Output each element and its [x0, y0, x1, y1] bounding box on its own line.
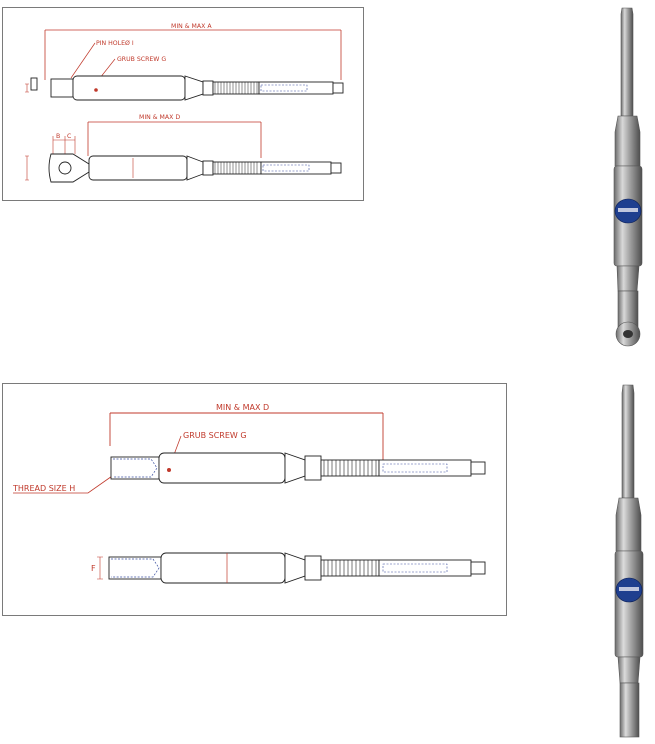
brand-badge-1-mark — [618, 208, 638, 212]
thread-height-dim — [97, 556, 103, 580]
threaded-fitting-lower — [108, 552, 486, 584]
dim-d-label-top: MIN & MAX D — [139, 114, 180, 121]
threaded-stud-2 — [621, 384, 635, 499]
thread-size-label: THREAD SIZE H — [12, 484, 75, 493]
dim-a-label: MIN & MAX A — [171, 23, 212, 30]
threaded-fitting-upper — [110, 452, 486, 484]
grub-screw-label-bottom: GRUB SCREW G — [183, 431, 247, 440]
thread-size-leader — [13, 473, 116, 494]
grub-screw-hole-top — [94, 88, 98, 92]
female-thread-end — [619, 682, 640, 738]
brand-badge-2-mark — [619, 587, 639, 591]
dim-d-line-bottom — [109, 412, 384, 464]
bc-dims — [52, 136, 76, 154]
label-c: C — [67, 133, 71, 140]
grub-screw-hole-bottom — [167, 468, 171, 472]
product-photo-threaded-fitting — [610, 383, 650, 741]
eye-thread-hatch — [214, 162, 258, 174]
pin-hole-leader — [70, 42, 96, 79]
internal-thread-lower — [111, 558, 160, 578]
dim-a-line — [44, 29, 342, 80]
body-section-2 — [614, 550, 644, 658]
top-technical-drawing: MIN & MAX A PIN HOLEØ I GRUB SCREW G — [2, 7, 364, 201]
nut-section-2 — [615, 497, 642, 552]
internal-thread-lower-end — [382, 563, 448, 573]
pin-width-dim — [25, 83, 29, 93]
internal-thread-upper-end — [382, 463, 448, 473]
label-f: F — [91, 564, 96, 573]
nut-section — [614, 115, 641, 167]
external-thread-upper — [323, 460, 377, 476]
eye-height-dim — [25, 155, 29, 181]
upper-thread-hatch — [214, 82, 258, 94]
threaded-stud — [620, 7, 634, 117]
eye-internal-thread — [262, 164, 310, 172]
eye-fitting-drawing — [48, 153, 342, 183]
grub-screw-label-top: GRUB SCREW G — [117, 56, 166, 63]
internal-thread-upper — [113, 458, 158, 478]
pin-hole-label: PIN HOLEØ I — [96, 39, 134, 47]
label-b: B — [56, 133, 60, 140]
upper-fitting-drawing — [30, 75, 344, 101]
dim-d-label-bottom: MIN & MAX D — [216, 403, 269, 412]
eye-hole — [623, 330, 633, 338]
bottom-technical-drawing: MIN & MAX D GRUB SCREW G THREAD SIZE H — [2, 383, 507, 616]
upper-internal-thread — [260, 84, 308, 92]
external-thread-lower — [323, 560, 377, 576]
product-photo-eye-fitting — [608, 6, 650, 348]
dim-d-line-top — [87, 121, 262, 158]
